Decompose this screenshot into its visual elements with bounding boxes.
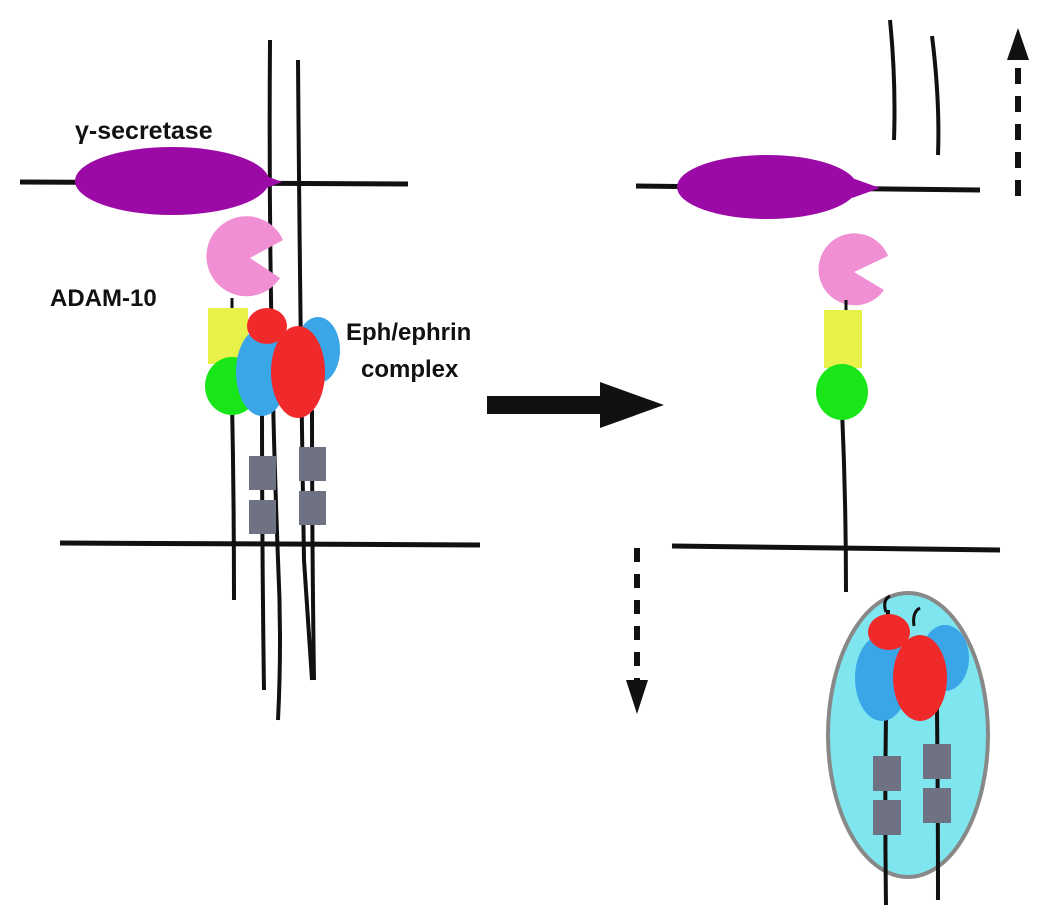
gamma-secretase-label: γ-secretase [75,117,213,145]
left-grey-box-2 [249,500,276,534]
dashed-down-arrow-icon [626,548,648,714]
adam10-label: ADAM-10 [50,285,157,312]
left-grey-box-4 [299,491,326,525]
eph-ephrin-label-line1: Eph/ephrin [346,319,471,346]
dashed-up-arrow-icon [1007,28,1029,196]
vesicle-grey-box-3 [923,744,951,779]
right-released-strand-2 [930,35,941,156]
vesicle-eph-blue-a [855,635,909,721]
vesicle-ephrin-red-a [868,614,910,650]
right-green-domain [816,364,868,420]
left-ephrin-red-b [271,326,325,418]
vesicle-grey-box-2 [873,800,901,835]
left-eph-strand [260,409,266,691]
left-gamma-secretase-body [75,147,269,215]
right-gamma-secretase-tip [852,178,880,198]
left-adam10-protein [206,216,283,297]
vesicle-grey-box-4 [923,788,951,823]
left-gamma-secretase-tip [256,172,282,192]
vesicle-ephrin-red-b [893,635,947,721]
right-bottom-membrane [671,543,1001,553]
left-bottom-membrane [59,540,481,548]
left-adam-strand [230,399,236,601]
left-panel [19,39,481,721]
solid-right-arrow-icon [487,382,664,428]
left-ephrin-red-a [247,308,287,344]
left-ephrin-strand [310,409,316,681]
left-grey-box-3 [299,447,326,481]
right-panel [626,19,1029,906]
left-grey-box-1 [249,456,276,490]
right-adam-strand [840,409,848,593]
vesicle-grey-box-1 [873,756,901,791]
right-yellow-domain [824,310,862,368]
eph-ephrin-label-line2: complex [361,356,459,383]
right-gamma-secretase-body [677,155,857,219]
right-adam10-protein [818,233,888,306]
right-released-strand-1 [888,19,897,141]
